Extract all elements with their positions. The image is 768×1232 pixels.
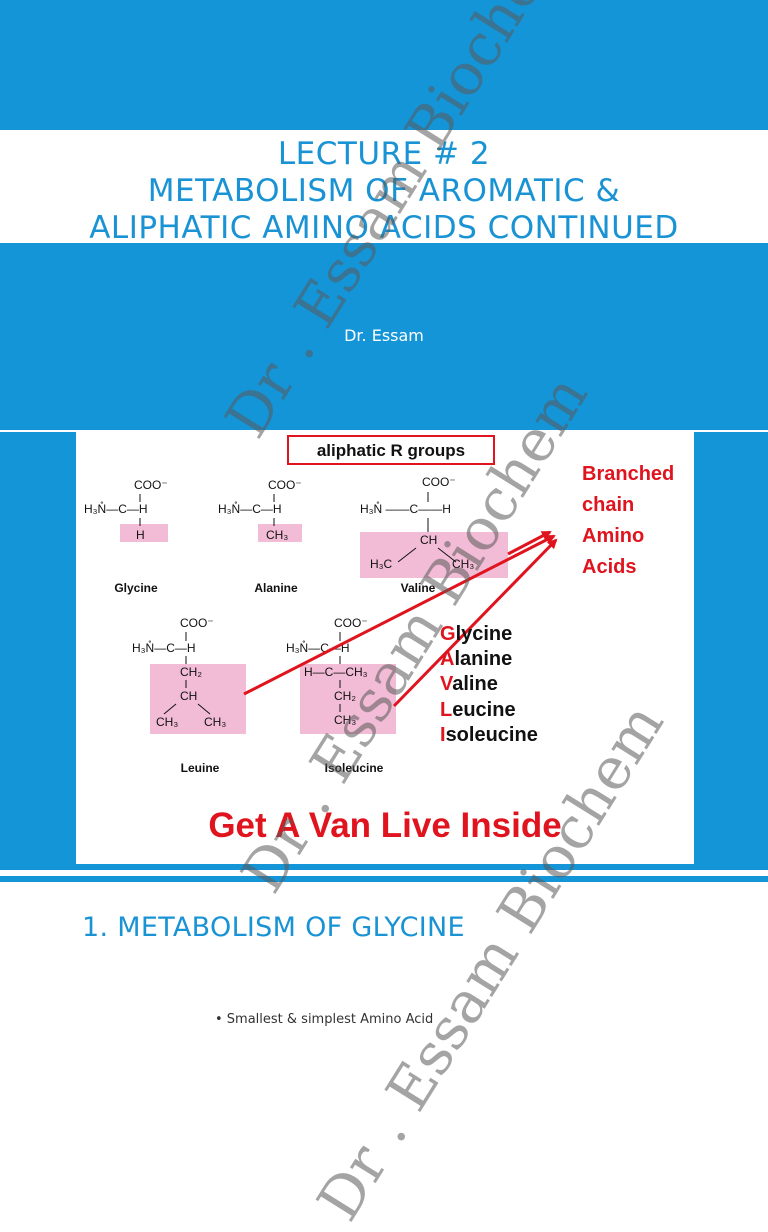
leucine-arrow xyxy=(243,534,556,696)
glycine-section-title: 1. METABOLISM OF GLYCINE xyxy=(82,912,465,943)
mnemonic-alanine: Alanine xyxy=(440,648,512,670)
alanine-label: Alanine xyxy=(254,581,298,595)
header-box xyxy=(287,435,495,465)
glycine-structure: COO⁻ H₃N̊—C—H H xyxy=(84,478,168,542)
svg-text:H₃N̊—C—H: H₃N̊—C—H xyxy=(218,500,282,516)
branched-line-2: chain xyxy=(582,494,634,516)
svg-text:COO⁻: COO⁻ xyxy=(422,475,456,489)
leucine-structure: COO⁻ H₃N̊—C—H CH₂ CH CH₃ CH₃ xyxy=(132,616,226,729)
mnemonic-list: Glycine Alanine Valine Leucine Isoleucin… xyxy=(440,623,538,746)
title-line-2: METABOLISM OF AROMATIC & xyxy=(147,173,621,209)
svg-text:CH: CH xyxy=(420,533,437,547)
glycine-slide: 1. METABOLISM OF GLYCINE • Smallest & si… xyxy=(0,876,768,1027)
svg-text:CH₃: CH₃ xyxy=(204,715,226,729)
valine-r-highlight xyxy=(360,532,508,578)
svg-text:COO⁻: COO⁻ xyxy=(134,478,168,492)
mnemonic-valine: Valine xyxy=(440,673,498,695)
mnemonic-isoleucine: Isoleucine xyxy=(440,724,538,746)
svg-text:CH₂: CH₂ xyxy=(180,665,202,679)
valine-label: Valine xyxy=(401,581,436,595)
isoleucine-label: Isoleucine xyxy=(325,761,384,775)
isoleucine-structure: COO⁻ H₃N̊—C—H H—C—CH₃ CH₂ CH₃ xyxy=(286,616,368,727)
lecture-title: LECTURE # 2 METABOLISM OF AROMATIC & ALI… xyxy=(0,136,768,247)
title-band xyxy=(0,130,768,243)
svg-text:CH₂: CH₂ xyxy=(334,689,356,703)
isoleucine-arrow xyxy=(392,538,558,708)
svg-text:H₃N̊ ——C——H: H₃N̊ ——C——H xyxy=(360,500,451,516)
leucine-label: Leuine xyxy=(181,761,220,775)
title-line-3: ALIPHATIC AMINO ACIDS CONTINUED xyxy=(89,210,679,246)
svg-text:CH₃: CH₃ xyxy=(334,713,356,727)
isoleucine-r-highlight xyxy=(300,664,396,734)
valine-structure: COO⁻ H₃N̊ ——C——H CH H₃C CH₃ xyxy=(360,475,474,571)
header-text: aliphatic R groups xyxy=(317,441,465,460)
svg-text:CH₃: CH₃ xyxy=(452,557,474,571)
svg-text:H: H xyxy=(136,528,145,542)
svg-text:COO⁻: COO⁻ xyxy=(268,478,302,492)
branched-line-4: Acids xyxy=(582,556,636,578)
svg-text:CH₃: CH₃ xyxy=(266,528,288,542)
mnemonic-leucine: Leucine xyxy=(440,699,516,721)
svg-text:H₃N̊—C—H: H₃N̊—C—H xyxy=(84,500,148,516)
aliphatic-slide: aliphatic R groups COO⁻ H₃N̊—C—H H COO⁻ xyxy=(0,432,768,870)
svg-text:COO⁻: COO⁻ xyxy=(180,616,214,630)
mnemonic-glycine: Glycine xyxy=(440,623,512,645)
svg-text:CH₃: CH₃ xyxy=(156,715,178,729)
branched-line-3: Amino xyxy=(582,525,644,547)
svg-text:COO⁻: COO⁻ xyxy=(334,616,368,630)
svg-text:H₃N̊—C—H: H₃N̊—C—H xyxy=(286,639,350,655)
author-name: Dr. Essam xyxy=(344,326,424,345)
bullet-point: • Smallest & simplest Amino Acid xyxy=(215,1012,434,1027)
svg-text:H₃C: H₃C xyxy=(370,557,393,571)
svg-text:CH: CH xyxy=(180,689,197,703)
aliphatic-figure: aliphatic R groups COO⁻ H₃N̊—C—H H COO⁻ xyxy=(76,432,694,864)
alanine-structure: COO⁻ H₃N̊—C—H CH₃ xyxy=(218,478,302,542)
slide-top-band xyxy=(0,876,768,882)
aliphatic-diagram: aliphatic R groups COO⁻ H₃N̊—C—H H COO⁻ xyxy=(84,435,674,845)
branched-line-1: Branched xyxy=(582,463,674,485)
mnemonic-slogan: Get A Van Live Inside xyxy=(208,806,561,845)
alanine-r-highlight xyxy=(258,524,302,542)
valine-arrow xyxy=(507,530,552,556)
leucine-r-highlight xyxy=(150,664,246,734)
svg-text:H₃N̊—C—H: H₃N̊—C—H xyxy=(132,639,196,655)
svg-text:H—C—CH₃: H—C—CH₃ xyxy=(304,665,368,679)
title-line-1: LECTURE # 2 xyxy=(277,136,491,172)
glycine-r-highlight xyxy=(120,524,168,542)
glycine-label: Glycine xyxy=(114,581,158,595)
